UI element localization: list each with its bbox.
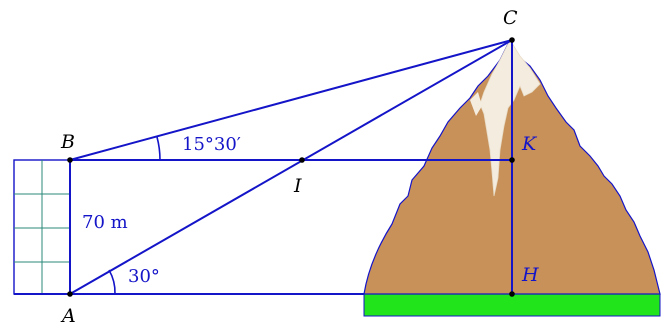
- point-I: [299, 157, 305, 163]
- label-C: C: [503, 7, 518, 29]
- point-H: [509, 291, 515, 297]
- line-AC: [69, 39, 513, 295]
- label-I: I: [293, 175, 302, 197]
- grass-strip: [363, 293, 661, 317]
- label-H: H: [521, 264, 539, 286]
- point-B: [67, 157, 73, 163]
- point-C: [509, 37, 515, 43]
- tower-icon: [13, 159, 71, 295]
- label-angle-A: 30°: [128, 266, 160, 287]
- line-BC: [69, 39, 513, 161]
- label-B: B: [60, 131, 75, 153]
- angle-arc-B: [156, 136, 161, 161]
- label-angle-B: 15°30′: [182, 134, 241, 155]
- label-height-AB: 70 m: [82, 212, 128, 233]
- point-K: [509, 157, 515, 163]
- label-K: K: [521, 133, 538, 155]
- point-A: [67, 291, 73, 297]
- angle-arc-A: [108, 269, 116, 295]
- points: [67, 37, 515, 297]
- label-A: A: [60, 305, 76, 327]
